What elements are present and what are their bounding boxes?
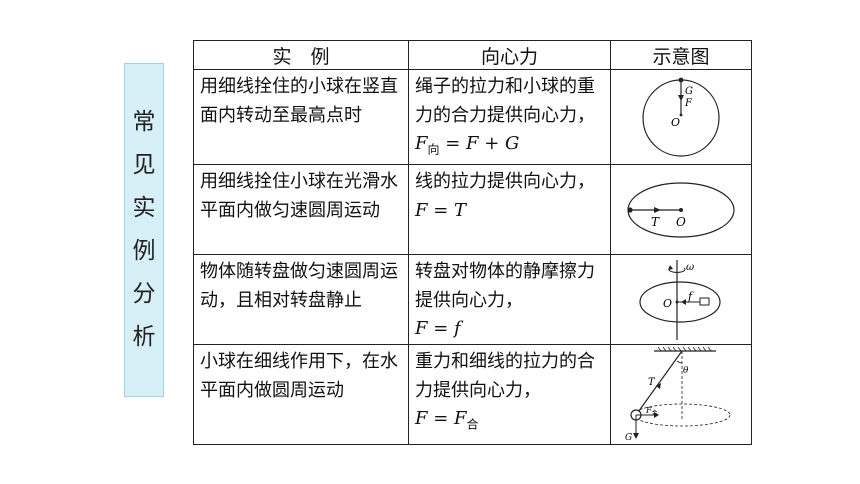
- diagram-cell: ω O f: [610, 254, 752, 346]
- t-label: T: [651, 215, 660, 229]
- o-label: O: [671, 116, 680, 129]
- side-label: 常 见 实 例 分 析: [124, 63, 164, 397]
- example-cell: 小球在细线作用下，在水平面内做圆周运动: [193, 344, 409, 446]
- force-text: 线的拉力提供向心力，: [415, 171, 595, 193]
- table-row: 用细线拴住小球在光滑水平面内做匀速圆周运动 线的拉力提供向心力， F = T T …: [193, 164, 752, 256]
- theta-label: θ: [683, 366, 689, 376]
- examples-table: 实 例 向心力 示意图 用细线拴住的小球在竖直面内转动至最高点时 绳子的拉力和小…: [193, 40, 752, 446]
- omega-label: ω: [686, 262, 694, 273]
- t-label: T: [648, 377, 656, 388]
- side-label-char: 见: [132, 152, 156, 178]
- table-row: 物体随转盘做匀速圆周运动，且相对转盘静止 转盘对物体的静摩擦力提供向心力， F =…: [193, 254, 752, 346]
- example-cell: 用细线拴住小球在光滑水平面内做匀速圆周运动: [193, 164, 409, 256]
- header-row: 实 例 向心力 示意图: [193, 40, 752, 70]
- header-example: 实 例: [193, 40, 409, 70]
- force-cell: 转盘对物体的静摩擦力提供向心力， F = f: [408, 254, 611, 346]
- side-label-char: 例: [132, 238, 156, 264]
- table-row: 小球在细线作用下，在水平面内做圆周运动 重力和细线的拉力的合力提供向心力， F =…: [193, 344, 752, 446]
- formula-sub: 合: [466, 417, 479, 432]
- force-text: 绳子的拉力和小球的重力的合力提供向心力，: [415, 76, 595, 126]
- formula-sub: 向: [427, 142, 440, 157]
- side-label-char: 常: [132, 109, 156, 135]
- formula-rhs: = F + G: [439, 133, 520, 154]
- force-cell: 线的拉力提供向心力， F = T: [408, 164, 611, 256]
- conical-pendulum-diagram: T θ F合 G: [625, 346, 731, 443]
- g-label: G: [625, 433, 632, 443]
- f-label: F: [684, 98, 693, 109]
- header-diagram: 示意图: [610, 40, 752, 70]
- table-row: 用细线拴住的小球在竖直面内转动至最高点时 绳子的拉力和小球的重力的合力提供向心力…: [193, 68, 752, 166]
- diagram-cell: G F O: [610, 68, 752, 166]
- turntable-diagram: ω O f: [639, 259, 721, 340]
- f-label: f: [687, 290, 694, 303]
- force-text: 转盘对物体的静摩擦力提供向心力，: [415, 261, 595, 311]
- formula-rhs: = T: [427, 199, 467, 221]
- side-label-char: 分: [132, 281, 156, 307]
- f-label: F合: [645, 406, 658, 417]
- g-label: G: [685, 86, 693, 97]
- diagram-cell: T O: [610, 164, 752, 256]
- example-cell: 用细线拴住的小球在竖直面内转动至最高点时: [193, 68, 409, 166]
- o-label: O: [676, 215, 686, 229]
- side-label-char: 实: [132, 195, 156, 221]
- force-text: 重力和细线的拉力的合力提供向心力，: [415, 351, 595, 401]
- horizontal-circle-diagram: T O: [627, 181, 735, 238]
- formula-rhs: = f: [427, 318, 461, 340]
- formula-lhs: F: [415, 408, 428, 430]
- header-force: 向心力: [408, 40, 611, 70]
- formula-lhs: F: [415, 199, 428, 221]
- force-cell: 重力和细线的拉力的合力提供向心力， F = F合: [408, 344, 611, 446]
- formula-rhs: = F: [427, 408, 467, 430]
- vertical-circle-diagram: G F O: [642, 77, 720, 157]
- formula-lhs: F: [415, 318, 428, 340]
- o-label: O: [663, 297, 672, 310]
- diagram-cell: T θ F合 G: [610, 344, 752, 446]
- force-cell: 绳子的拉力和小球的重力的合力提供向心力， F向 = F + G: [408, 68, 611, 166]
- side-label-char: 析: [132, 324, 156, 350]
- formula-lhs: F: [415, 133, 428, 154]
- example-cell: 物体随转盘做匀速圆周运动，且相对转盘静止: [193, 254, 409, 346]
